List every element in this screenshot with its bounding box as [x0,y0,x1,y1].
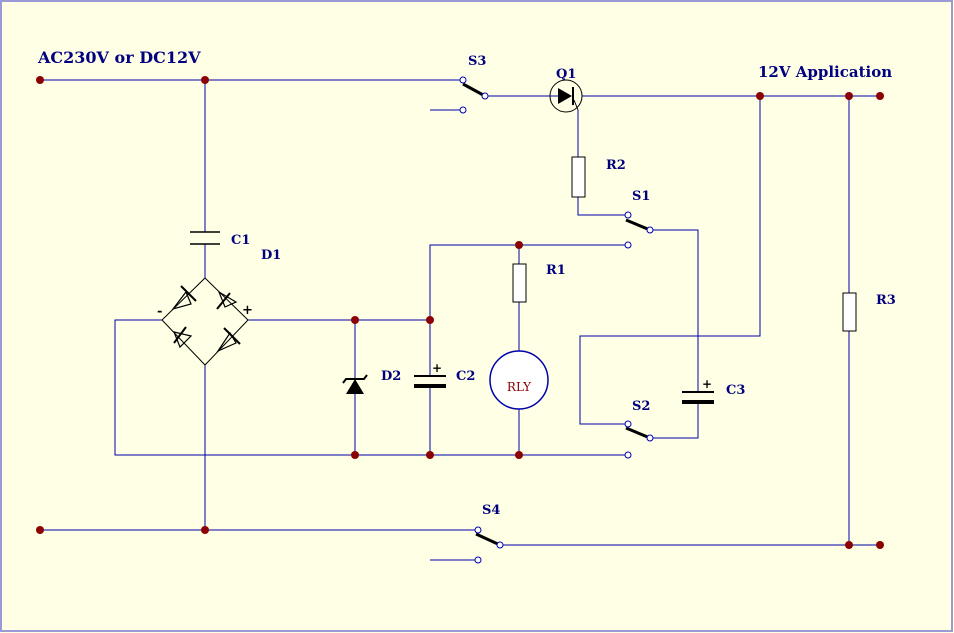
label-s4: S4 [482,503,500,518]
resistor-r2 [571,156,586,198]
label-c2: C2 [456,369,475,384]
terminal-input-bottom [36,526,44,534]
thyristor-q1 [549,79,583,113]
wires [40,79,880,561]
junction-node [845,541,853,549]
junction-node [201,526,209,534]
junction-node [426,316,434,324]
junction-node [515,451,523,459]
switch-s2 [624,420,654,459]
junction-node [426,451,434,459]
label-r2: R2 [606,158,626,173]
terminal-output-top [876,92,884,100]
label-r1: R1 [546,263,566,278]
junction-node [756,92,764,100]
label-q1: Q1 [556,67,576,82]
zener-diode-d2 [342,374,368,394]
switch-s1 [624,211,654,249]
bridge-minus-sign: - [157,304,162,319]
label-s2: S2 [632,399,650,414]
capacitor-c2 [414,375,446,388]
junction-node [351,316,359,324]
input-voltage-label: AC230V or DC12V [37,48,201,67]
label-c3: C3 [726,383,745,398]
label-d2: D2 [381,369,401,384]
label-s1: S1 [632,189,650,204]
terminal-input-top [36,76,44,84]
capacitor-c3 [682,391,714,404]
bridge-plus-sign: + [242,303,253,318]
junction-node [351,451,359,459]
relay-coil [489,350,549,410]
bridge-rectifier-d1 [161,277,249,366]
c2-plus-sign: + [432,361,442,375]
resistor-r1 [512,263,527,303]
capacitor-c1 [190,231,220,245]
junction-node [515,241,523,249]
junction-node [201,76,209,84]
label-c1: C1 [231,233,250,248]
resistor-r3 [842,292,857,332]
switch-s4 [474,526,504,564]
switch-s3 [459,76,489,114]
junction-nodes [36,76,884,549]
junction-node [845,92,853,100]
label-s3: S3 [468,54,486,69]
relay-label: RLY [507,380,532,394]
label-d1: D1 [261,248,281,263]
output-application-label: 12V Application [758,63,892,81]
terminal-output-bottom [876,541,884,549]
label-r3: R3 [876,293,896,308]
c3-plus-sign: + [702,377,712,391]
